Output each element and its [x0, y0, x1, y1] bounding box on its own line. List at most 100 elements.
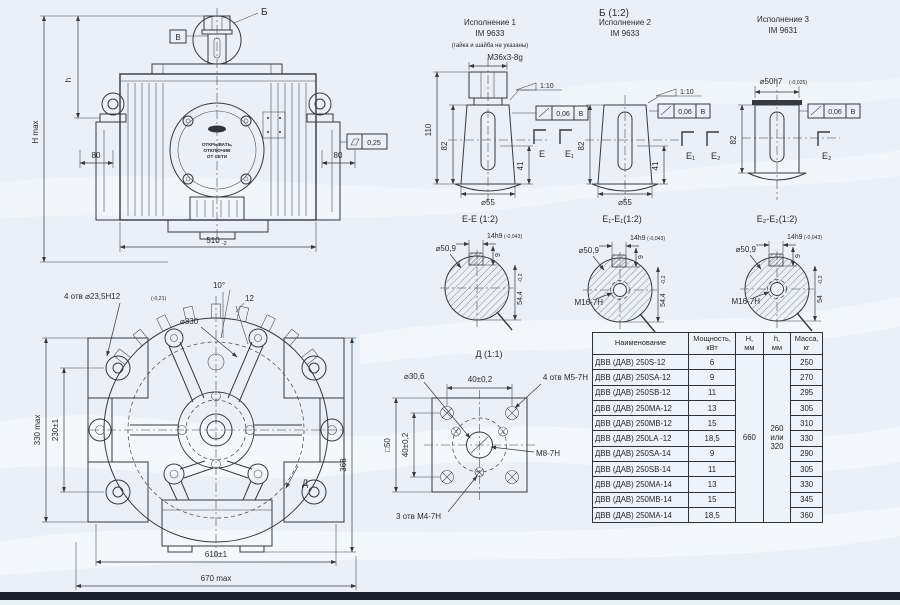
holes-M5-label: 4 отв М5-7Н — [514, 373, 588, 409]
balloon-label: Б — [261, 7, 268, 18]
dim-H-max: Н max — [31, 15, 204, 263]
runout-frame: 0,06 В — [512, 105, 589, 121]
circle-holes — [451, 426, 508, 477]
dim-h: h — [64, 15, 100, 119]
svg-text:40±0,2: 40±0,2 — [468, 375, 493, 384]
section-b-title: Б (1:2) — [599, 8, 629, 19]
svg-text:В: В — [579, 111, 584, 118]
svg-text:0,25: 0,25 — [367, 140, 381, 147]
col-header-power: Мощность, кВт — [688, 332, 737, 355]
col-header-h: h, мм — [762, 332, 792, 355]
dim-height: 54,4 -0,2 — [477, 264, 524, 321]
svg-text:⌀330: ⌀330 — [180, 317, 199, 326]
svg-text:3 отв М4-7Н: 3 отв М4-7Н — [396, 512, 441, 521]
svg-text:82: 82 — [577, 141, 586, 150]
flatness-frame: 0,25 — [340, 133, 388, 150]
spec-table: Наименование Мощность, кВт Н, мм h, мм М… — [591, 332, 823, 524]
cut-mark-E2: Е₂ — [817, 131, 832, 161]
svg-text:ОТКЛЮЧИВ: ОТКЛЮЧИВ — [204, 148, 232, 153]
svg-text:IM 9633: IM 9633 — [611, 29, 640, 38]
dim-key: 14h9 (-0,043) — [599, 235, 665, 254]
svg-text:□50: □50 — [383, 438, 392, 452]
svg-text:Е₁-Е₁(1:2): Е₁-Е₁(1:2) — [602, 214, 642, 224]
svg-text:Исполнение 1: Исполнение 1 — [464, 18, 516, 27]
dim-82: 82 — [440, 104, 467, 185]
svg-text:Е: Е — [539, 149, 545, 159]
svg-text:1:10: 1:10 — [680, 89, 694, 96]
svg-text:510: 510 — [206, 236, 220, 245]
section-E2E2: Е₂-Е₂(1:2) 14h9 (-0,043) 9 54 -0,2 ⌀50,9… — [732, 214, 824, 332]
front-view: 10° 12 4 отв ⌀23,5Н12 (-0,21) ⌀330 330 m… — [33, 281, 357, 590]
svg-text:41: 41 — [651, 161, 660, 170]
dim-dia55: ⌀55 — [597, 186, 653, 207]
svg-text:4 отв ⌀23,5Н12: 4 отв ⌀23,5Н12 — [64, 292, 121, 301]
svg-text:Е₂: Е₂ — [822, 151, 832, 161]
runout-frame: 0,06 В — [799, 103, 861, 119]
dim-key: 14h9 (-0,043) — [756, 234, 822, 253]
svg-text:Е₁: Е₁ — [686, 151, 695, 161]
dia-30-label: ⌀30,6 — [404, 372, 471, 439]
svg-text:Исполнение 3: Исполнение 3 — [757, 15, 809, 24]
cooling-fins — [127, 83, 307, 216]
svg-text:h: h — [64, 78, 73, 82]
dim-height: 54,4 -0,2 — [620, 266, 667, 323]
svg-text:82: 82 — [440, 141, 449, 150]
svg-text:Е₁: Е₁ — [565, 149, 574, 159]
svg-text:1:10: 1:10 — [540, 83, 554, 90]
svg-text:14h9: 14h9 — [487, 233, 503, 240]
svg-text:110: 110 — [424, 123, 433, 136]
svg-text:IM 9633: IM 9633 — [476, 29, 505, 38]
col-header-name: Наименование — [591, 332, 690, 355]
svg-text:⌀55: ⌀55 — [481, 198, 495, 207]
dim-key: 14h9 (-0,043) — [456, 233, 522, 252]
cut-mark-E1: Е₁ — [559, 129, 574, 159]
svg-text:54,4: 54,4 — [660, 293, 667, 307]
runout-frame: 0,06 В — [649, 103, 711, 119]
svg-text:4 отв М5-7Н: 4 отв М5-7Н — [543, 373, 588, 382]
flange-view: Д (1:1) ⌀30,6 40±0,2 40±0,2 □50 4 отв М5… — [383, 349, 588, 521]
svg-text:14h9: 14h9 — [787, 234, 803, 241]
svg-text:Е-Е (1:2): Е-Е (1:2) — [462, 214, 498, 224]
svg-text:-2: -2 — [222, 241, 227, 247]
svg-text:Д: Д — [302, 478, 308, 488]
execution-3: Исполнение 3 IM 9631 ⌀50h7 (-0,025) 82 0… — [729, 15, 861, 200]
svg-text:230±1: 230±1 — [51, 418, 60, 441]
dia330-label: ⌀330 — [180, 317, 238, 358]
svg-text:⌀50,9: ⌀50,9 — [736, 245, 757, 254]
execution-1: Исполнение 1 IM 9633 (гайка и шайба не у… — [424, 18, 589, 207]
svg-text:М16-7Н: М16-7Н — [732, 297, 761, 306]
svg-text:М36х3-8g: М36х3-8g — [487, 53, 523, 62]
svg-text:80: 80 — [92, 151, 101, 160]
dim-330max: 330 max — [33, 337, 88, 523]
dim-dia55: ⌀55 — [460, 186, 516, 207]
svg-text:10°: 10° — [213, 281, 225, 290]
col-header-mass: Масса, кг — [790, 332, 823, 355]
table-header-row: Наименование Мощность, кВт Н, мм h, мм М… — [591, 332, 823, 355]
svg-text:610±1: 610±1 — [205, 550, 228, 559]
corner-holes — [440, 406, 519, 484]
view-D-arrow: Д — [285, 465, 308, 489]
cut-mark-E2: Е₂ — [706, 131, 721, 161]
svg-text:(-0,043): (-0,043) — [504, 234, 522, 240]
svg-text:82: 82 — [729, 135, 738, 144]
dim-40-left: 40±0,2 — [401, 412, 440, 478]
dim-230: 230±1 — [51, 367, 104, 493]
thread-label: М16-7Н — [575, 292, 613, 307]
svg-text:9: 9 — [638, 255, 645, 259]
svg-text:IM 9631: IM 9631 — [769, 26, 798, 35]
svg-text:М8-7Н: М8-7Н — [536, 449, 560, 458]
svg-text:0,06: 0,06 — [556, 111, 570, 118]
dia-label: ⌀50,9 — [436, 244, 462, 269]
svg-text:-0,2: -0,2 — [818, 275, 824, 284]
svg-text:(-0,21): (-0,21) — [151, 296, 167, 302]
dim-368: 368 — [264, 337, 356, 553]
svg-text:14h9: 14h9 — [630, 235, 646, 242]
dim-510: 510 -2 — [119, 222, 317, 252]
svg-text:(-0,043): (-0,043) — [647, 236, 665, 242]
svg-text:⌀50,9: ⌀50,9 — [436, 244, 457, 253]
svg-text:670 max: 670 max — [201, 574, 232, 583]
